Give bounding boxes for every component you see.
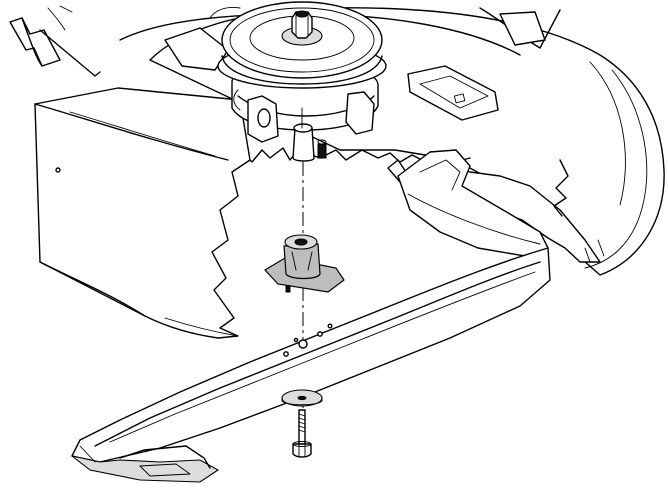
spindle-bracket [233,89,375,143]
blade-adapter [264,234,345,293]
discharge-chute [34,87,251,339]
spindle-shaft [292,107,327,162]
washer [281,389,323,407]
deck-mount-bracket [9,5,101,77]
spindle-nut [291,10,313,39]
blade-bolt [292,409,312,458]
